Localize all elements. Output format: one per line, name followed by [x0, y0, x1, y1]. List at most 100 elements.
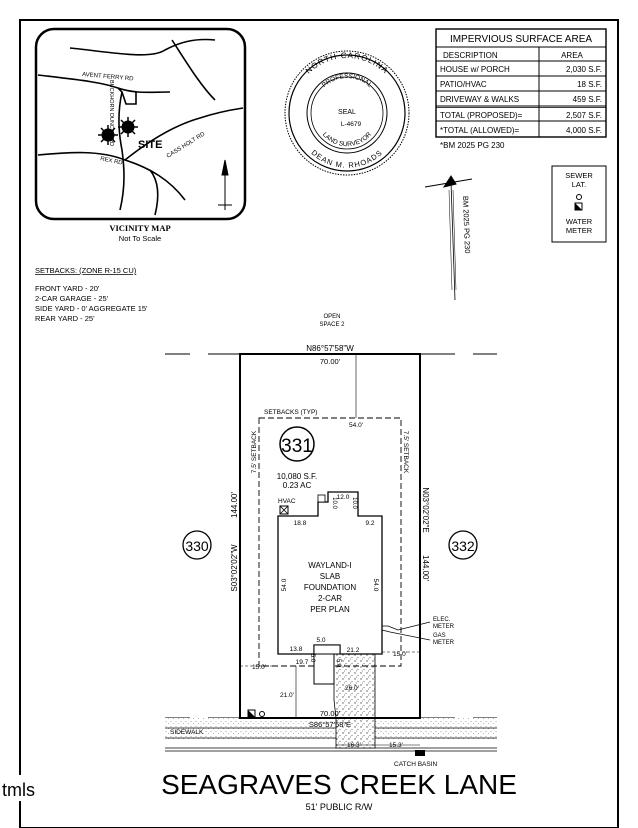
seal-inner-bottom: LAND SURVEYOR	[321, 131, 373, 148]
east-bearing: N03°02'02"E	[421, 487, 430, 532]
lot-acres: 0.23 AC	[283, 481, 312, 490]
east-distance: 144.00'	[421, 555, 430, 581]
seal-ring-bottom: DEAN M. RHOADS	[310, 148, 385, 170]
setback-line: SIDE YARD - 0' AGGREGATE 15'	[35, 304, 148, 313]
sheet-border	[19, 19, 619, 828]
impervious-row-description: HOUSE w/ PORCH	[440, 65, 510, 74]
seal-inner-top: PROFESSIONAL	[321, 73, 374, 89]
house-label: PER PLAN	[310, 605, 350, 614]
front-walk	[313, 653, 335, 685]
impervious-header-area: AREA	[561, 51, 583, 60]
lot-boundary	[239, 353, 421, 719]
lot-area: 10,080 S.F.	[277, 472, 317, 481]
setback-line: FRONT YARD - 20'	[35, 284, 100, 293]
sidewalk-label: SIDEWALK	[170, 729, 204, 736]
dim-bottom-left: 13.8	[290, 646, 303, 653]
setbacks-heading: SETBACKS: (ZONE R-15 CU)	[35, 266, 137, 275]
water-meter-icon	[247, 709, 256, 718]
dim-front-setback: 21.0'	[280, 692, 294, 699]
road-label-buckhorn-duncan: BUCKHORN DUNCAN RD	[108, 80, 114, 146]
legend-sewer-line1: SEWER	[565, 171, 593, 180]
setbacks-note: SETBACKS: (ZONE R-15 CU) FRONT YARD - 20…	[35, 266, 148, 323]
elec-meter-line1: ELEC.	[433, 617, 451, 623]
dim-top-bump-height1: 10.0	[331, 497, 337, 509]
right-setback-label: 7.5' SETBACK	[402, 431, 409, 474]
neighbor-lot-left: 330	[185, 538, 209, 554]
impervious-row-area: 2,030 S.F.	[566, 65, 602, 74]
street-name: SEAGRAVES CREEK LANE	[161, 769, 517, 800]
catch-basin-label: CATCH BASIN	[394, 761, 438, 768]
setbacks-typ-label: SETBACKS (TYP)	[264, 409, 317, 416]
neighbor-lot-right-circle	[448, 530, 478, 560]
sidewalk-dim-right: 15.3'	[389, 742, 403, 749]
vicinity-map: AVENT FERRY RD BUCKHORN DUNCAN RD CASS H…	[34, 27, 247, 243]
impervious-row-area: 2,507 S.F.	[566, 111, 602, 120]
site-label: SITE	[138, 139, 162, 151]
dim-top-left: 18.8	[294, 520, 307, 527]
open-space-line2: SPACE 2	[320, 322, 346, 328]
water-meter-icon	[574, 202, 583, 211]
watermark-backdrop	[0, 775, 68, 801]
impervious-row-area: 459 S.F.	[573, 95, 602, 104]
legend-water-line2: METER	[566, 226, 593, 235]
impervious-table: IMPERVIOUS SURFACE AREA DESCRIPTION AREA…	[435, 28, 607, 150]
sidewalk-dim-left: 16.3'	[347, 742, 361, 749]
setback-line-dashed	[258, 417, 402, 667]
seal-ring-top-path: NORTH CAROLINA	[304, 51, 389, 76]
gas-meter-line2: METER	[433, 640, 455, 646]
seal-ring-top: NORTH CAROLINA	[304, 51, 390, 76]
impervious-header-description: DESCRIPTION	[443, 51, 498, 60]
street-row: 51' PUBLIC R/W	[306, 802, 373, 812]
house-bump-square	[317, 494, 326, 503]
road-label-rex: REX RD	[100, 156, 124, 167]
north-arrow-bm: BM 2025 PG 230	[461, 196, 472, 254]
house-label: SLAB	[320, 572, 340, 581]
house-label: FOUNDATION	[304, 583, 357, 592]
utility-legend: SEWER LAT. WATER METER	[551, 165, 607, 243]
elec-meter-line2: METER	[433, 624, 455, 630]
dim-bottom-right: 21.2	[347, 647, 360, 654]
dim-porch-width: 5.0	[316, 637, 325, 644]
catch-basin-icon	[415, 750, 425, 756]
dim-right-offset: 15.0'	[393, 651, 407, 658]
plot-plan: OPEN SPACE 2 HVAC	[165, 314, 497, 768]
impervious-title: IMPERVIOUS SURFACE AREA	[450, 34, 592, 45]
dim-drive-depth: 26.0'	[345, 685, 359, 692]
impervious-row-description: DRIVEWAY & WALKS	[440, 95, 519, 104]
dim-porch-height2: 5.0	[335, 659, 341, 668]
vicinity-map-frame	[34, 27, 247, 221]
sewer-lateral-icon	[576, 194, 582, 200]
seal-inner-top-path: PROFESSIONAL	[321, 73, 374, 89]
vicinity-map-title: VICINITY MAP	[109, 223, 170, 233]
legend-water-line1: WATER	[566, 217, 593, 226]
sidewalk-area	[165, 718, 497, 740]
setback-line: 2-CAR GARAGE - 25'	[35, 294, 109, 303]
dim-top-bump-height2: 10.0	[351, 497, 357, 509]
impervious-note: *BM 2025 PG 230	[440, 141, 505, 150]
lot-number: 331	[281, 436, 313, 457]
surveyor-seal: NORTH CAROLINA DEAN M. RHOADS PROFESSION…	[284, 50, 410, 176]
sewer-lateral-icon	[259, 711, 265, 717]
vicinity-north-arrow-icon	[218, 159, 232, 210]
hvac-pad-icon	[279, 505, 289, 515]
dim-porch-height1: 5.0	[309, 654, 315, 663]
west-distance: 144.00'	[230, 492, 239, 518]
vicinity-map-subtitle: Not To Scale	[119, 234, 161, 243]
rear-setback-dim: 54.0'	[349, 422, 363, 429]
seal-inner-bottom-path: LAND SURVEYOR	[321, 131, 373, 148]
seal-number: L-4679	[341, 121, 362, 128]
impervious-row-description: *TOTAL (ALLOWED)=	[440, 126, 520, 135]
impervious-row-area: 18 S.F.	[577, 80, 602, 89]
seal-center: SEAL	[338, 109, 356, 116]
site-marker	[98, 117, 138, 145]
setback-line: REAR YARD - 25'	[35, 314, 95, 323]
west-bearing: S03°02'02"W	[230, 544, 239, 592]
dim-left-offset: 15.0'	[252, 664, 266, 671]
neighbor-lot-right: 332	[451, 538, 475, 554]
lot-number-circle	[279, 426, 315, 462]
road-label-avent-ferry: AVENT FERRY RD	[82, 72, 135, 83]
legend-sewer-line2: LAT.	[572, 180, 586, 189]
gas-meter-line1: GAS	[433, 633, 446, 639]
dim-right-side: 54.0	[372, 579, 379, 592]
